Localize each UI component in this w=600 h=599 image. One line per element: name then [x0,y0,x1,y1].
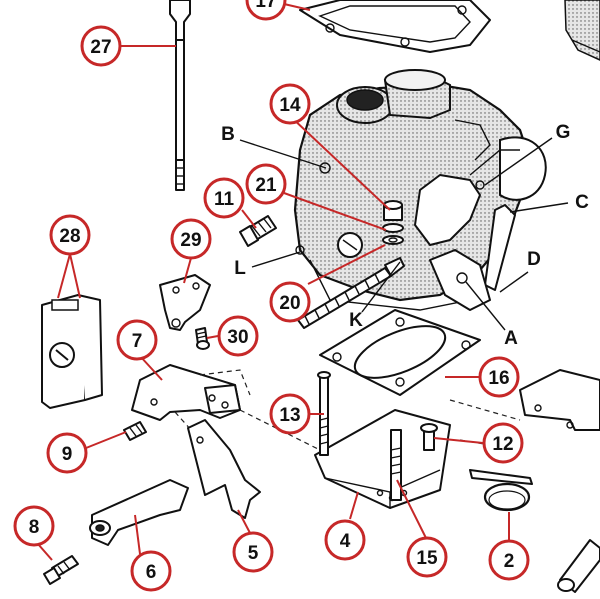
part-pipe-bottom-right [557,539,600,593]
leader-lines [37,3,510,561]
label-C: C [575,192,589,213]
svg-text:15: 15 [416,548,438,569]
letter-labels: B G C D L K A [221,122,589,349]
svg-text:12: 12 [492,434,513,455]
svg-text:5: 5 [248,543,259,564]
part-gasket-17 [299,0,491,53]
label-A: A [504,328,518,349]
callout-15: 15 [406,536,448,578]
callout-9: 9 [46,432,88,474]
part-screw-9 [123,421,147,441]
svg-text:17: 17 [255,0,276,12]
svg-text:27: 27 [90,37,111,58]
part-stud-15 [390,429,402,501]
part-lever-6 [89,479,189,546]
callout-30: 30 [217,315,259,357]
part-bracket-7 [131,364,241,421]
callout-16: 16 [478,356,520,398]
callout-7: 7 [116,319,158,361]
callout-28: 28 [49,214,91,256]
svg-text:30: 30 [227,327,248,348]
svg-text:14: 14 [279,95,301,116]
letter-leader-lines [239,137,569,331]
callouts: 17 27 14 11 21 28 29 20 [13,0,530,592]
label-L: L [234,258,246,279]
label-G: G [556,122,571,143]
part-stud-12 [420,423,438,451]
svg-text:8: 8 [29,517,40,538]
part-bracket-right [519,369,600,431]
part-lever-5 [187,419,261,519]
svg-text:6: 6 [146,562,157,583]
callout-13: 13 [269,393,311,435]
callout-8: 8 [13,505,55,547]
part-clip-2 [469,469,533,512]
part-screw-30 [195,327,210,350]
callout-29: 29 [170,218,212,260]
svg-text:13: 13 [279,405,300,426]
callout-21: 21 [245,163,287,205]
callout-2: 2 [488,539,530,581]
callout-12: 12 [482,422,524,464]
part-gasket-16 [319,309,481,396]
svg-text:29: 29 [180,230,201,251]
svg-text:21: 21 [255,175,277,196]
part-carburettor-body [293,69,547,311]
label-K: K [349,310,363,331]
part-block-28 [41,294,103,409]
svg-text:4: 4 [340,531,351,552]
callout-17: 17 [245,0,287,21]
svg-text:28: 28 [59,226,80,247]
svg-text:16: 16 [488,368,509,389]
callout-4: 4 [324,519,366,561]
callout-11: 11 [203,177,245,219]
svg-text:7: 7 [132,331,143,352]
part-rod-27 [169,0,191,191]
svg-text:2: 2 [504,551,515,572]
label-B: B [221,124,235,145]
callout-14: 14 [269,83,311,125]
part-top-right-body [564,0,600,61]
callout-27: 27 [80,25,122,67]
svg-text:11: 11 [214,189,235,210]
callout-20: 20 [269,281,311,323]
svg-text:9: 9 [62,444,73,465]
part-screw-11 [239,215,277,247]
svg-text:20: 20 [279,293,300,314]
callout-5: 5 [232,531,274,573]
callout-6: 6 [130,550,172,592]
part-screw-8 [43,555,79,585]
label-D: D [527,249,541,270]
part-bracket-29 [159,274,211,331]
